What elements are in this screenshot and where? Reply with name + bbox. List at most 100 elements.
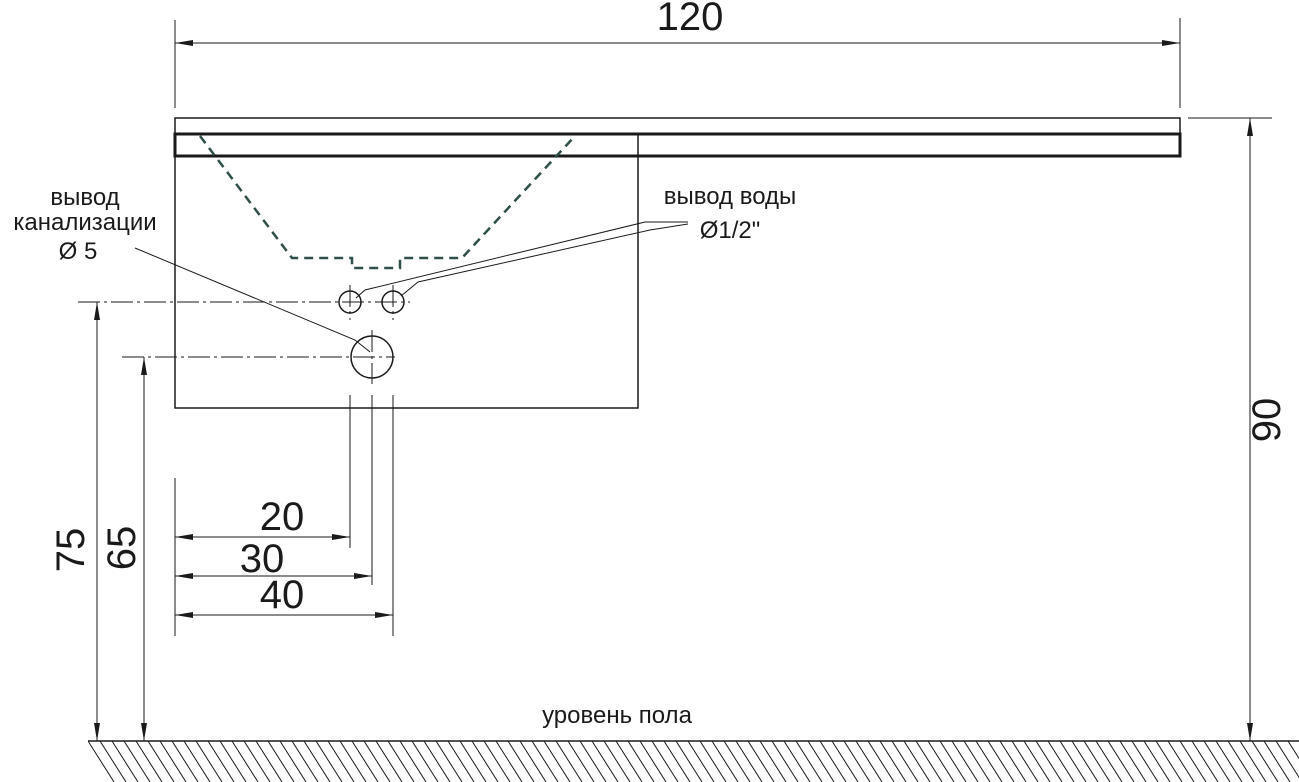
hatch-line [1227,741,1255,782]
hatch-line [855,741,883,782]
hatch-line [243,741,271,782]
hatch-line [399,741,427,782]
hatch-line [99,741,127,782]
water-label-line2: Ø1/2" [700,217,761,244]
hatch-line [1275,741,1299,779]
hatch-line [495,741,523,782]
hatch-line [411,741,439,782]
hatch-line [1203,741,1231,782]
hatch-line [111,741,139,782]
hatch-line [1047,741,1075,782]
hatch-line [339,741,367,782]
hatch-line [519,741,547,782]
hatch-line [207,741,235,782]
hatch-line [1239,741,1267,782]
hatch-line [1287,741,1299,760]
dimension-drain-height-label: 65 [100,526,144,571]
hatch-line [867,741,895,782]
hatch-line [927,741,955,782]
hatch-line [1155,741,1183,782]
hatch-line [891,741,919,782]
hatch-line [279,741,307,782]
hatch-line [1179,741,1207,782]
hatch-line [1131,741,1159,782]
hatch-line [387,741,415,782]
hatch-line [351,741,379,782]
hatch-line [579,741,607,782]
hatch-line [267,741,295,782]
hatch-line [567,741,595,782]
hatch-line [963,741,991,782]
water-callout: вывод воды Ø1/2" [355,183,797,299]
hatch-line [1011,741,1039,782]
dimension-offset-30: 30 [175,537,372,581]
hatch-line [1083,741,1111,782]
hatch-line [807,741,835,782]
hatch-line [651,741,679,782]
hatch-line [1095,741,1123,782]
hatch-line [999,741,1027,782]
hatch-line [975,741,1003,782]
dimension-width-label: 120 [657,0,724,39]
hatch-line [231,741,259,782]
hatch-line [219,741,247,782]
hatch-line [711,741,739,782]
hatch-line [1107,741,1135,782]
hatch-line [171,741,199,782]
hatch-line [147,741,175,782]
hatch-line [735,741,763,782]
hatch-line [615,741,643,782]
hatch-line [1215,741,1243,782]
hatch-line [627,741,655,782]
hatch-line [1023,741,1051,782]
dimension-drain-height: 65 [100,357,147,741]
dimension-offset-20-label: 20 [260,495,305,539]
hatch-line [759,741,787,782]
drain-label-line1: вывод [50,184,119,211]
dimension-height-label: 90 [1245,398,1289,443]
hatch-line [255,741,283,782]
hatch-line [603,741,631,782]
hatch-line [747,741,775,782]
dimension-offset-40: 40 [175,573,393,618]
basin-hidden-outline [199,135,576,270]
hatch-line [327,741,355,782]
hatch-line [1263,741,1291,782]
hatch-line [507,741,535,782]
hatch-line [1119,741,1147,782]
hatch-line [1167,741,1195,782]
hatch-line [903,741,931,782]
countertop [173,117,1182,158]
floor-label: уровень пола [542,702,693,729]
hatch-line [159,741,187,782]
hatch-line [375,741,403,782]
hatch-line [423,741,451,782]
hatch-line [987,741,1015,782]
hatch-line [663,741,691,782]
hatch-line [843,741,871,782]
hatch-line [291,741,319,782]
hatch-line [195,741,223,782]
hatch-line [183,741,211,782]
hatch-line [831,741,859,782]
water-label-line1: вывод воды [664,183,797,210]
hatch-line [771,741,799,782]
hatch-line [591,741,619,782]
dimension-offset-20: 20 [175,495,350,540]
hatch-line [795,741,823,782]
hatch-line [675,741,703,782]
hatch-line [639,741,667,782]
drain-callout: вывод канализации Ø 5 [13,184,371,353]
hatch-line [1071,741,1099,782]
hatch-line [1251,741,1279,782]
hatch-line [531,741,559,782]
hatch-line [471,741,499,782]
dimension-height: 90 [1188,117,1289,742]
hatch-line [819,741,847,782]
hatch-line [699,741,727,782]
hatch-line [459,741,487,782]
hatch-line [879,741,907,782]
hatch-line [915,741,943,782]
hatch-line [88,741,115,782]
hatch-line [723,741,751,782]
